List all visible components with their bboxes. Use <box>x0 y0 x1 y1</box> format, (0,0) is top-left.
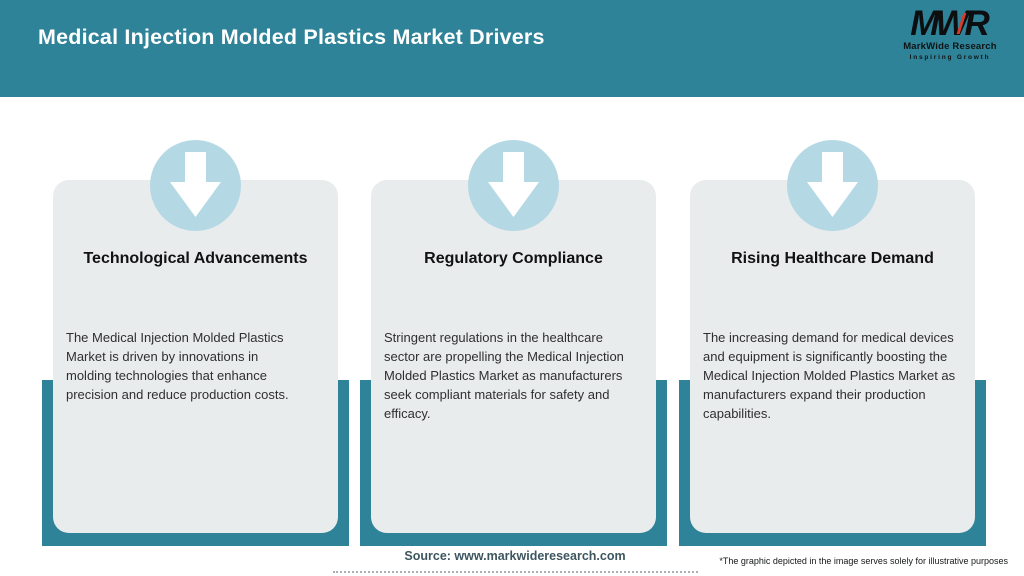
divider-line <box>333 571 698 573</box>
header-bar: Medical Injection Molded Plastics Market… <box>0 0 1024 97</box>
driver-card-regulatory-compliance: Regulatory Compliance Stringent regulati… <box>360 0 667 576</box>
source-link[interactable]: Source: www.markwideresearch.com <box>404 549 626 563</box>
card-panel: Technological Advancements The Medical I… <box>53 180 338 533</box>
logo-tagline: Inspiring Growth <box>909 53 991 61</box>
page-title: Medical Injection Molded Plastics Market… <box>38 25 545 49</box>
card-description: The Medical Injection Molded Plastics Ma… <box>66 330 289 402</box>
down-arrow-icon <box>468 140 559 231</box>
driver-card-technological-advancements: Technological Advancements The Medical I… <box>42 0 349 576</box>
card-title: Technological Advancements <box>83 250 308 267</box>
card-description: Stringent regulations in the healthcare … <box>384 330 624 421</box>
mwr-monogram-icon: MWR <box>910 6 989 41</box>
card-panel: Rising Healthcare Demand The increasing … <box>690 180 975 533</box>
card-description: The increasing demand for medical device… <box>703 330 956 421</box>
card-title: Regulatory Compliance <box>424 250 603 267</box>
card-panel: Regulatory Compliance Stringent regulati… <box>371 180 656 533</box>
markwide-logo: MWR MarkWide Research Inspiring Growth <box>892 6 1008 61</box>
disclaimer-text: *The graphic depicted in the image serve… <box>719 556 1008 566</box>
monogram-text: MWR <box>910 4 989 43</box>
down-arrow-icon <box>787 140 878 231</box>
down-arrow-icon <box>150 140 241 231</box>
card-title: Rising Healthcare Demand <box>731 250 934 267</box>
logo-name: MarkWide Research <box>903 41 997 52</box>
driver-card-rising-healthcare-demand: Rising Healthcare Demand The increasing … <box>679 0 986 576</box>
